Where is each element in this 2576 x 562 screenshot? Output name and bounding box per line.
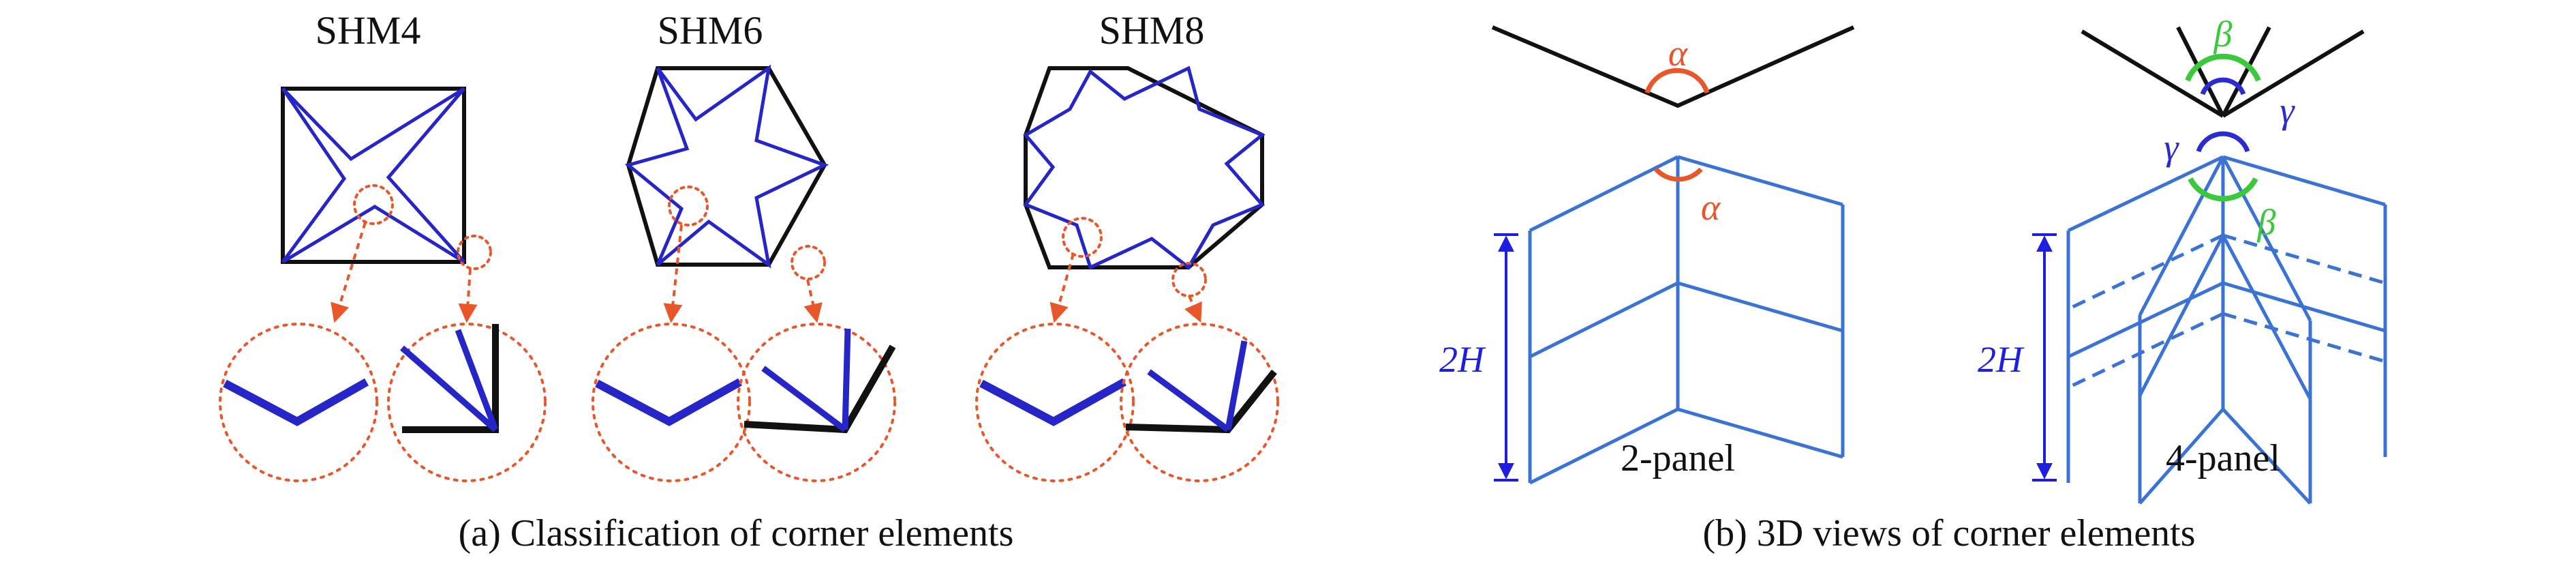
shm6-star <box>624 64 829 269</box>
shm4-zoom-vcorner <box>223 378 369 426</box>
shm4-diagram: SHM4 <box>219 8 547 482</box>
shm6-callout-arrow-1 <box>663 224 683 323</box>
two-panel-view: α α 2H 2-panel <box>1439 25 1855 485</box>
four-panel-hidden-edges <box>2067 233 2386 389</box>
two-panel-top-alpha-label: α <box>1668 33 1689 74</box>
four-panel-top-beta-arc <box>2185 53 2261 82</box>
shm4-star <box>281 87 465 264</box>
four-panel-bottom-gamma-label: γ <box>2164 127 2179 168</box>
shm8-diagram: SHM8 <box>975 8 1279 482</box>
shm8-callout-arrow-2 <box>1184 295 1202 323</box>
shm8-octagon-outline <box>1024 66 1264 269</box>
shm8-zoom-star-edge-2 <box>1225 340 1248 430</box>
two-panel-3d <box>1528 155 1845 485</box>
panel-b: α α 2H 2-panel <box>1439 14 2387 554</box>
shm6-diagram: SHM6 <box>592 8 896 482</box>
shm6-zoom-frame-corner <box>743 344 896 434</box>
shm8-callout-arrow-1 <box>1049 253 1075 323</box>
shm8-zoom-circle-2 <box>1120 323 1279 482</box>
four-panel-3d <box>2066 155 2387 505</box>
shm6-zoom-circle-1 <box>592 323 751 482</box>
shm4-square-outline <box>281 87 466 264</box>
shm4-zoom-circle-1 <box>219 323 378 482</box>
four-panel-top-gamma-arc <box>2200 77 2246 95</box>
shm8-callout-marker-1 <box>1062 217 1103 258</box>
two-panel-label: 2-panel <box>1621 437 1735 479</box>
four-panel-height-label: 2H <box>1978 339 2025 380</box>
shm8-label: SHM8 <box>1099 8 1205 53</box>
four-panel-bottom-beta-arc <box>2188 177 2258 202</box>
two-panel-top-v <box>1491 25 1855 108</box>
shm4-callout-marker-1 <box>353 184 394 225</box>
shm8-zoom-star-edge-1 <box>1147 369 1230 432</box>
shm6-callout-marker-1 <box>668 186 709 226</box>
shm6-zoom-star-edge-1 <box>761 366 847 432</box>
shm4-callout-marker-2 <box>457 235 492 270</box>
two-panel-height-label: 2H <box>1439 339 1486 380</box>
panel-b-caption: (b) 3D views of corner elements <box>1702 512 2195 554</box>
two-panel-bottom-alpha-label: α <box>1701 187 1721 228</box>
panel-a: SHM4 SHM6 <box>219 8 1279 554</box>
two-panel-top-alpha-arc <box>1644 68 1710 94</box>
four-panel-top-fan <box>2081 26 2365 118</box>
panel-a-caption: (a) Classification of corner elements <box>459 512 1014 554</box>
shm8-zoom-vcorner <box>979 378 1126 426</box>
four-panel-view: β γ <box>1978 14 2387 505</box>
shm4-callout-arrow-1 <box>331 222 367 323</box>
shm4-zoom-star-edge-1 <box>400 345 497 432</box>
shm6-zoom-star-edge-2 <box>842 328 851 430</box>
four-panel-top-gamma-label: γ <box>2280 90 2295 131</box>
four-panel-top-beta-label: β <box>2213 14 2233 55</box>
two-panel-bottom-alpha-arc <box>1654 167 1703 182</box>
shm8-zoom-circle-1 <box>975 323 1135 482</box>
shm6-zoom-vcorner <box>595 378 742 426</box>
shm4-label: SHM4 <box>316 8 421 53</box>
four-panel-label: 4-panel <box>2166 437 2280 479</box>
shm8-zoom-frame-corner <box>1125 369 1277 434</box>
shm6-callout-marker-2 <box>791 245 826 280</box>
shm6-callout-arrow-2 <box>803 279 823 323</box>
shm8-star <box>1023 65 1266 270</box>
four-panel-bottom-gamma-arc <box>2196 131 2250 153</box>
shm4-zoom-circle-2 <box>387 323 547 482</box>
shm4-callout-arrow-2 <box>458 268 478 323</box>
shm6-label: SHM6 <box>658 8 763 53</box>
four-panel-bottom-beta-label: β <box>2257 202 2276 243</box>
shm4-zoom-star-edge-2 <box>455 329 499 431</box>
shm6-zoom-circle-2 <box>737 323 896 482</box>
